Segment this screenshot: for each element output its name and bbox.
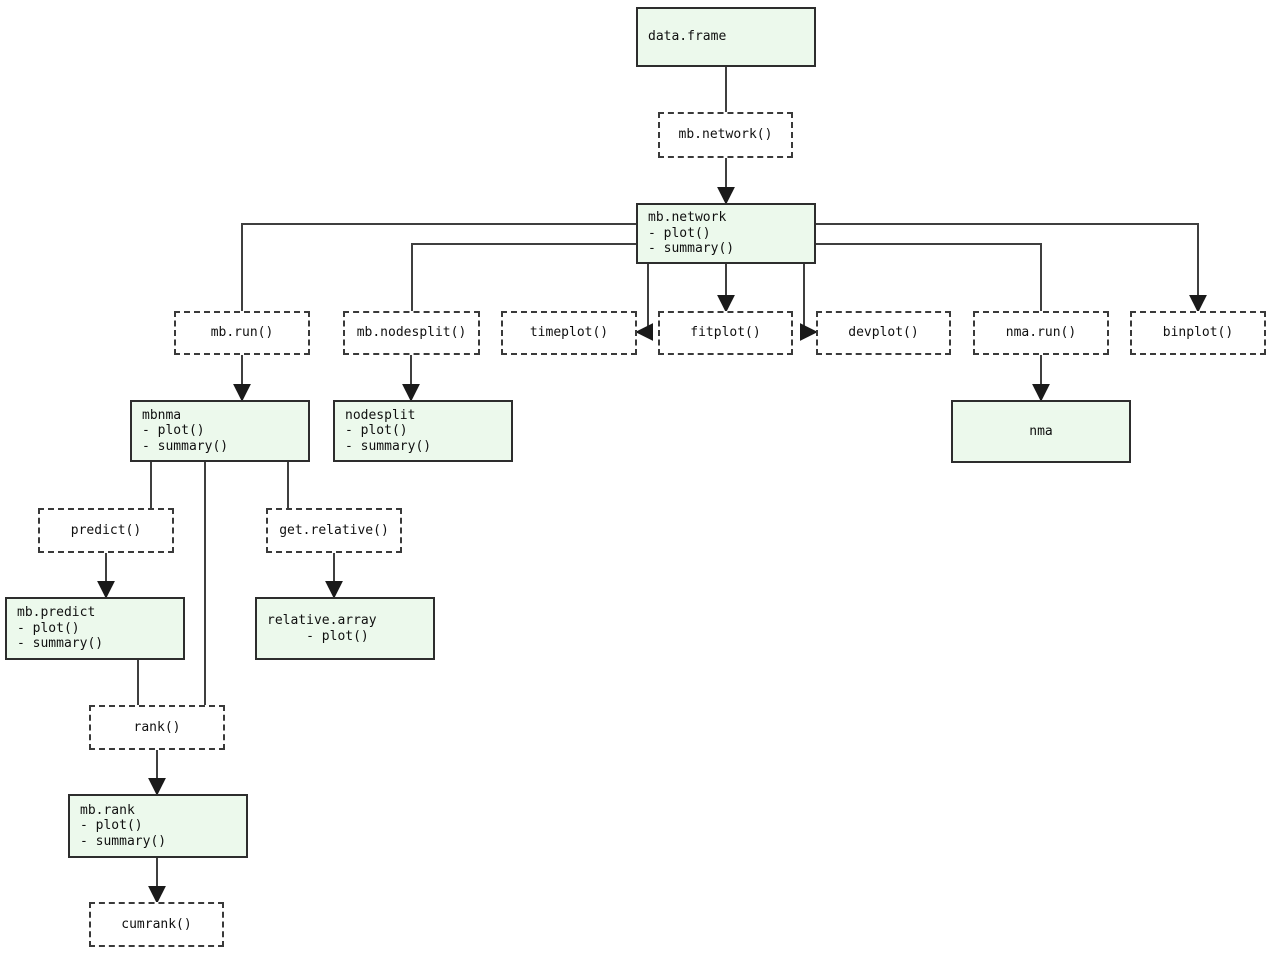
edge-mb-network-to-timeplot <box>635 264 654 341</box>
node-label: mbnma <box>142 407 182 423</box>
node-label: mb.network() <box>678 127 773 143</box>
node-data-frame: data.frame <box>636 7 816 67</box>
node-binplot: binplot() <box>1130 311 1266 355</box>
node-mb-network: mb.network - plot() - summary() <box>636 203 816 264</box>
node-nma-run: nma.run() <box>973 311 1109 355</box>
node-method: - plot() <box>345 423 408 439</box>
node-mb-run: mb.run() <box>174 311 310 355</box>
node-method: - summary() <box>345 438 432 454</box>
node-label: rank() <box>133 719 181 735</box>
node-label: relative.array <box>267 613 377 628</box>
node-mb-predict: mb.predict - plot() - summary() <box>5 597 185 660</box>
node-method: - plot() <box>648 225 711 241</box>
node-method: - plot() <box>142 423 205 439</box>
node-label: binplot() <box>1162 325 1234 341</box>
node-label: mb.predict <box>17 605 96 621</box>
node-devplot: devplot() <box>816 311 951 355</box>
node-fitplot: fitplot() <box>658 311 793 355</box>
node-mb-rank: mb.rank - plot() - summary() <box>68 794 248 858</box>
node-label: fitplot() <box>690 325 761 341</box>
node-label: data.frame <box>648 29 727 45</box>
node-label: nma.run() <box>1005 325 1077 341</box>
node-rank: rank() <box>89 705 225 750</box>
node-predict: predict() <box>38 508 174 553</box>
node-method: - summary() <box>80 833 167 849</box>
edge-mb-network-to-nma-run <box>816 243 1042 311</box>
node-timeplot: timeplot() <box>501 311 637 355</box>
node-method: - summary() <box>648 241 735 257</box>
node-nma: nma <box>951 400 1131 463</box>
node-label: timeplot() <box>529 325 609 341</box>
node-label: cumrank() <box>121 916 192 932</box>
node-method: - plot() <box>80 818 143 834</box>
node-method: - summary() <box>17 636 104 652</box>
node-mb-network-function: mb.network() <box>658 112 793 158</box>
node-label: devplot() <box>848 325 919 341</box>
node-method: - summary() <box>142 438 229 454</box>
node-mb-nodesplit: mb.nodesplit() <box>343 311 480 355</box>
edge-mb-network-to-binplot <box>816 223 1207 313</box>
node-label: mb.rank <box>80 802 135 818</box>
node-get-relative: get.relative() <box>266 508 402 553</box>
node-cumrank: cumrank() <box>89 902 224 947</box>
node-label: mb.run() <box>210 325 274 341</box>
edge-mb-network-to-mb-nodesplit <box>411 243 636 311</box>
node-method: - plot() <box>17 620 80 636</box>
edge-mb-network-to-devplot <box>799 264 818 341</box>
node-label: mb.network <box>648 210 727 226</box>
node-label: mb.nodesplit() <box>356 325 467 341</box>
node-label: get.relative() <box>279 522 389 538</box>
node-label: nma <box>1029 423 1053 439</box>
node-method: - plot() <box>267 628 369 644</box>
node-nodesplit: nodesplit - plot() - summary() <box>333 400 513 462</box>
edge-mb-network-to-mb-run <box>241 223 636 311</box>
node-relative-array: relative.array - plot() <box>255 597 435 660</box>
node-mbnma: mbnma - plot() - summary() <box>130 400 310 462</box>
node-label: nodesplit <box>345 407 416 423</box>
node-label: predict() <box>70 522 142 538</box>
